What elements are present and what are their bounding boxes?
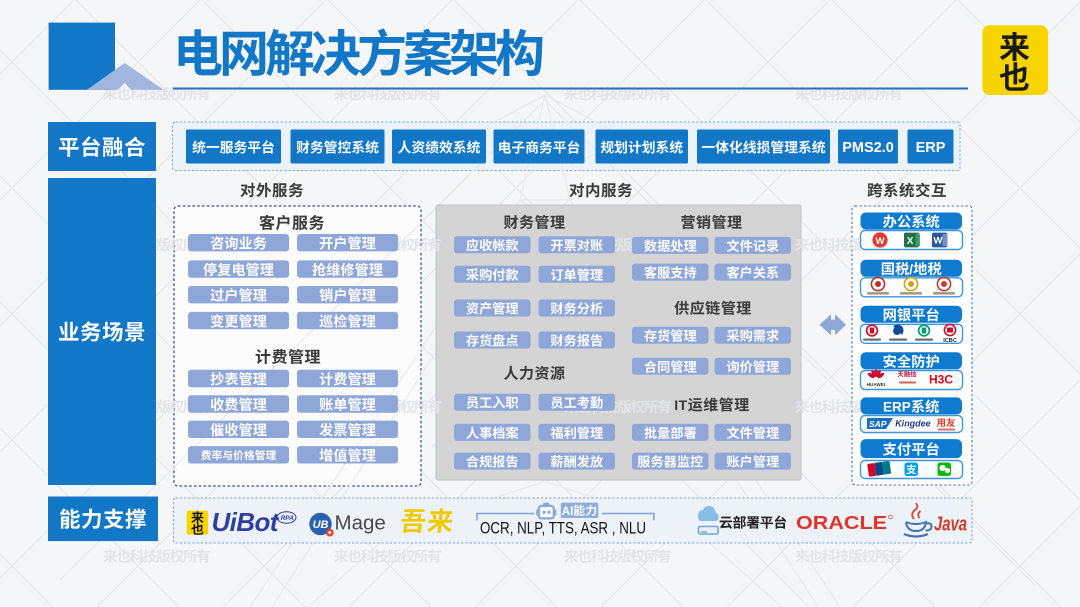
svg-text:UB: UB — [313, 519, 329, 531]
svg-text:Java: Java — [934, 514, 967, 536]
svg-text:ORACLE: ORACLE — [796, 512, 887, 533]
svg-text:ICBC: ICBC — [943, 338, 957, 344]
svg-text:SAP: SAP — [869, 419, 887, 429]
svg-text:AI: AI — [562, 506, 574, 518]
svg-text:UiBot: UiBot — [212, 507, 280, 537]
svg-text:W: W — [876, 236, 885, 247]
svg-text:PMS2.0: PMS2.0 — [842, 140, 894, 156]
svg-text:ERP: ERP — [916, 140, 946, 156]
svg-text:HUAWEI: HUAWEI — [867, 382, 885, 387]
svg-text:H3C: H3C — [929, 372, 953, 386]
svg-text:X: X — [907, 236, 914, 247]
svg-text:Mage: Mage — [335, 512, 386, 535]
svg-text:OCR, NLP, TTS, ASR , NLU: OCR, NLP, TTS, ASR , NLU — [480, 519, 646, 538]
svg-text:IT: IT — [674, 397, 687, 413]
svg-text:W: W — [934, 236, 943, 247]
svg-text:ERP: ERP — [883, 400, 911, 415]
svg-text:Kingdee: Kingdee — [895, 419, 931, 429]
svg-text:RPA: RPA — [281, 515, 295, 522]
svg-text:/: / — [909, 262, 913, 277]
